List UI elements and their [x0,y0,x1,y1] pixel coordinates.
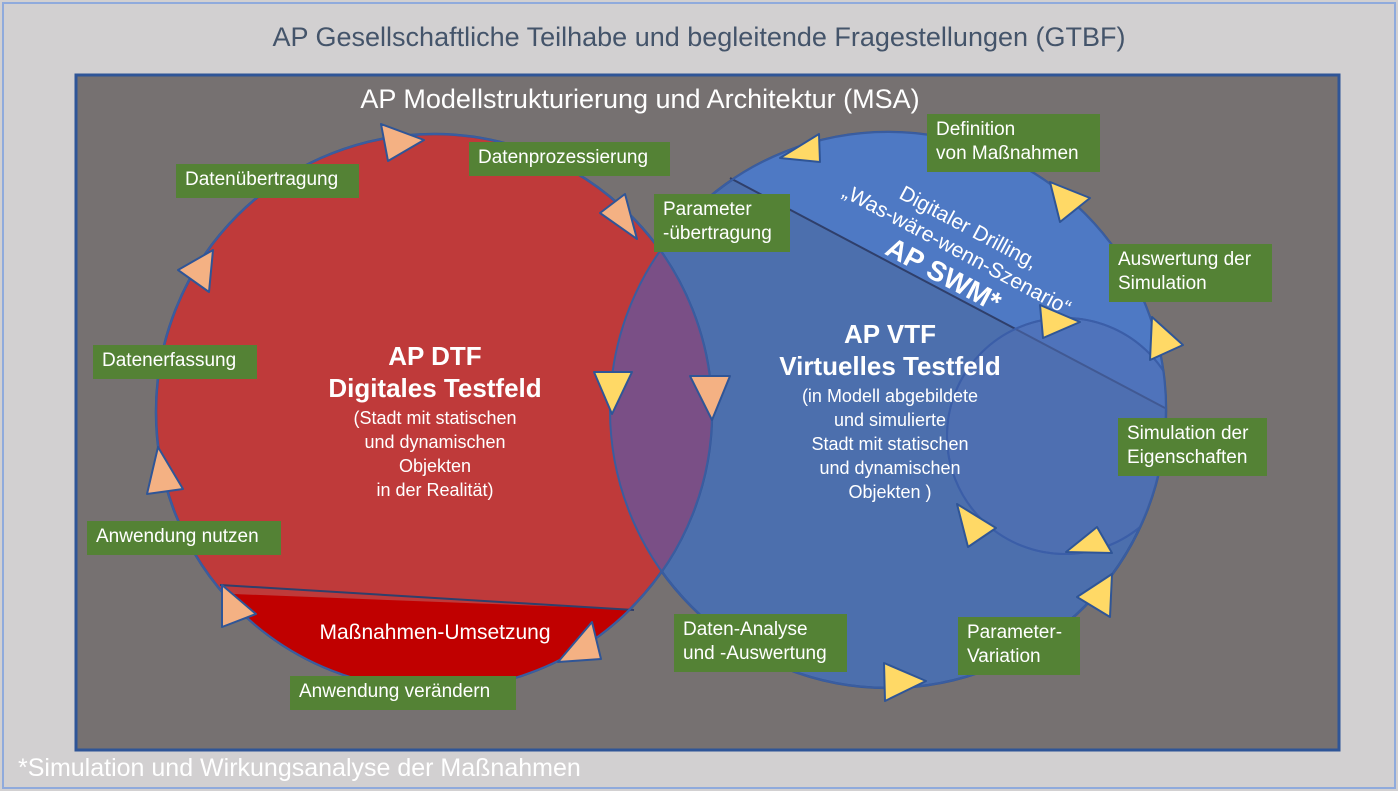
arrow-vtf-1 [779,133,821,163]
arrow-vtf-4 [1039,304,1081,339]
arrow-vtf-2 [1049,181,1091,223]
arrow-dtf-7 [689,375,731,421]
label-definition-massnahmen: Definition von Maßnahmen [927,114,1100,172]
label-datenerfassung: Datenerfassung [93,345,257,379]
label-anwendung-veraendern: Anwendung verändern [290,676,516,710]
label-datenuebertragung: Datenübertragung [176,164,359,198]
dtf-title: AP DTF Digitales Testfeld [328,341,542,403]
arrow-vtf-8 [956,503,997,548]
label-auswertung-simulation: Auswertung der Simulation [1109,244,1272,302]
vtf-title: AP VTF Virtuelles Testfeld [779,319,1001,381]
arrow-vtf-5 [1065,526,1113,554]
swm-band [730,132,1165,408]
arrow-vtf-9 [593,371,633,415]
dtf-segment-chord [219,584,635,611]
label-daten-analyse: Daten-Analyse und -Auswertung [674,614,847,672]
outer-title: AP Gesellschaftliche Teilhabe und beglei… [272,22,1126,52]
arrow-vtf-6 [1076,573,1113,618]
vtf-description: (in Modell abgebildete und simulierte St… [801,386,979,502]
label-anwendung-nutzen: Anwendung nutzen [87,521,281,555]
inner-title: AP Modellstrukturierung und Architektur … [360,84,920,114]
arrow-vtf-7 [883,662,927,702]
arrow-dtf-1 [380,123,425,162]
label-parameteruebertragung: Parameter -übertragung [654,194,790,252]
footnote: *Simulation und Wirkungsanalyse der Maßn… [18,754,581,782]
dtf-description: (Stadt mit statischen und dynamischen Ob… [353,408,517,500]
arrow-dtf-4 [146,446,184,495]
arrow-dtf-5 [221,584,257,628]
label-parameter-variation: Parameter- Variation [958,617,1080,675]
arrow-dtf-6 [557,621,602,663]
label-simulation-eigenschaften: Simulation der Eigenschaften [1118,418,1267,476]
dtf-bottom-segment-label: Maßnahmen-Umsetzung [319,621,551,644]
label-datenprozessierung: Datenprozessierung [469,142,670,176]
arrow-vtf-3 [1149,316,1184,361]
arrow-dtf-2 [599,193,638,240]
arrow-dtf-3 [177,249,214,293]
